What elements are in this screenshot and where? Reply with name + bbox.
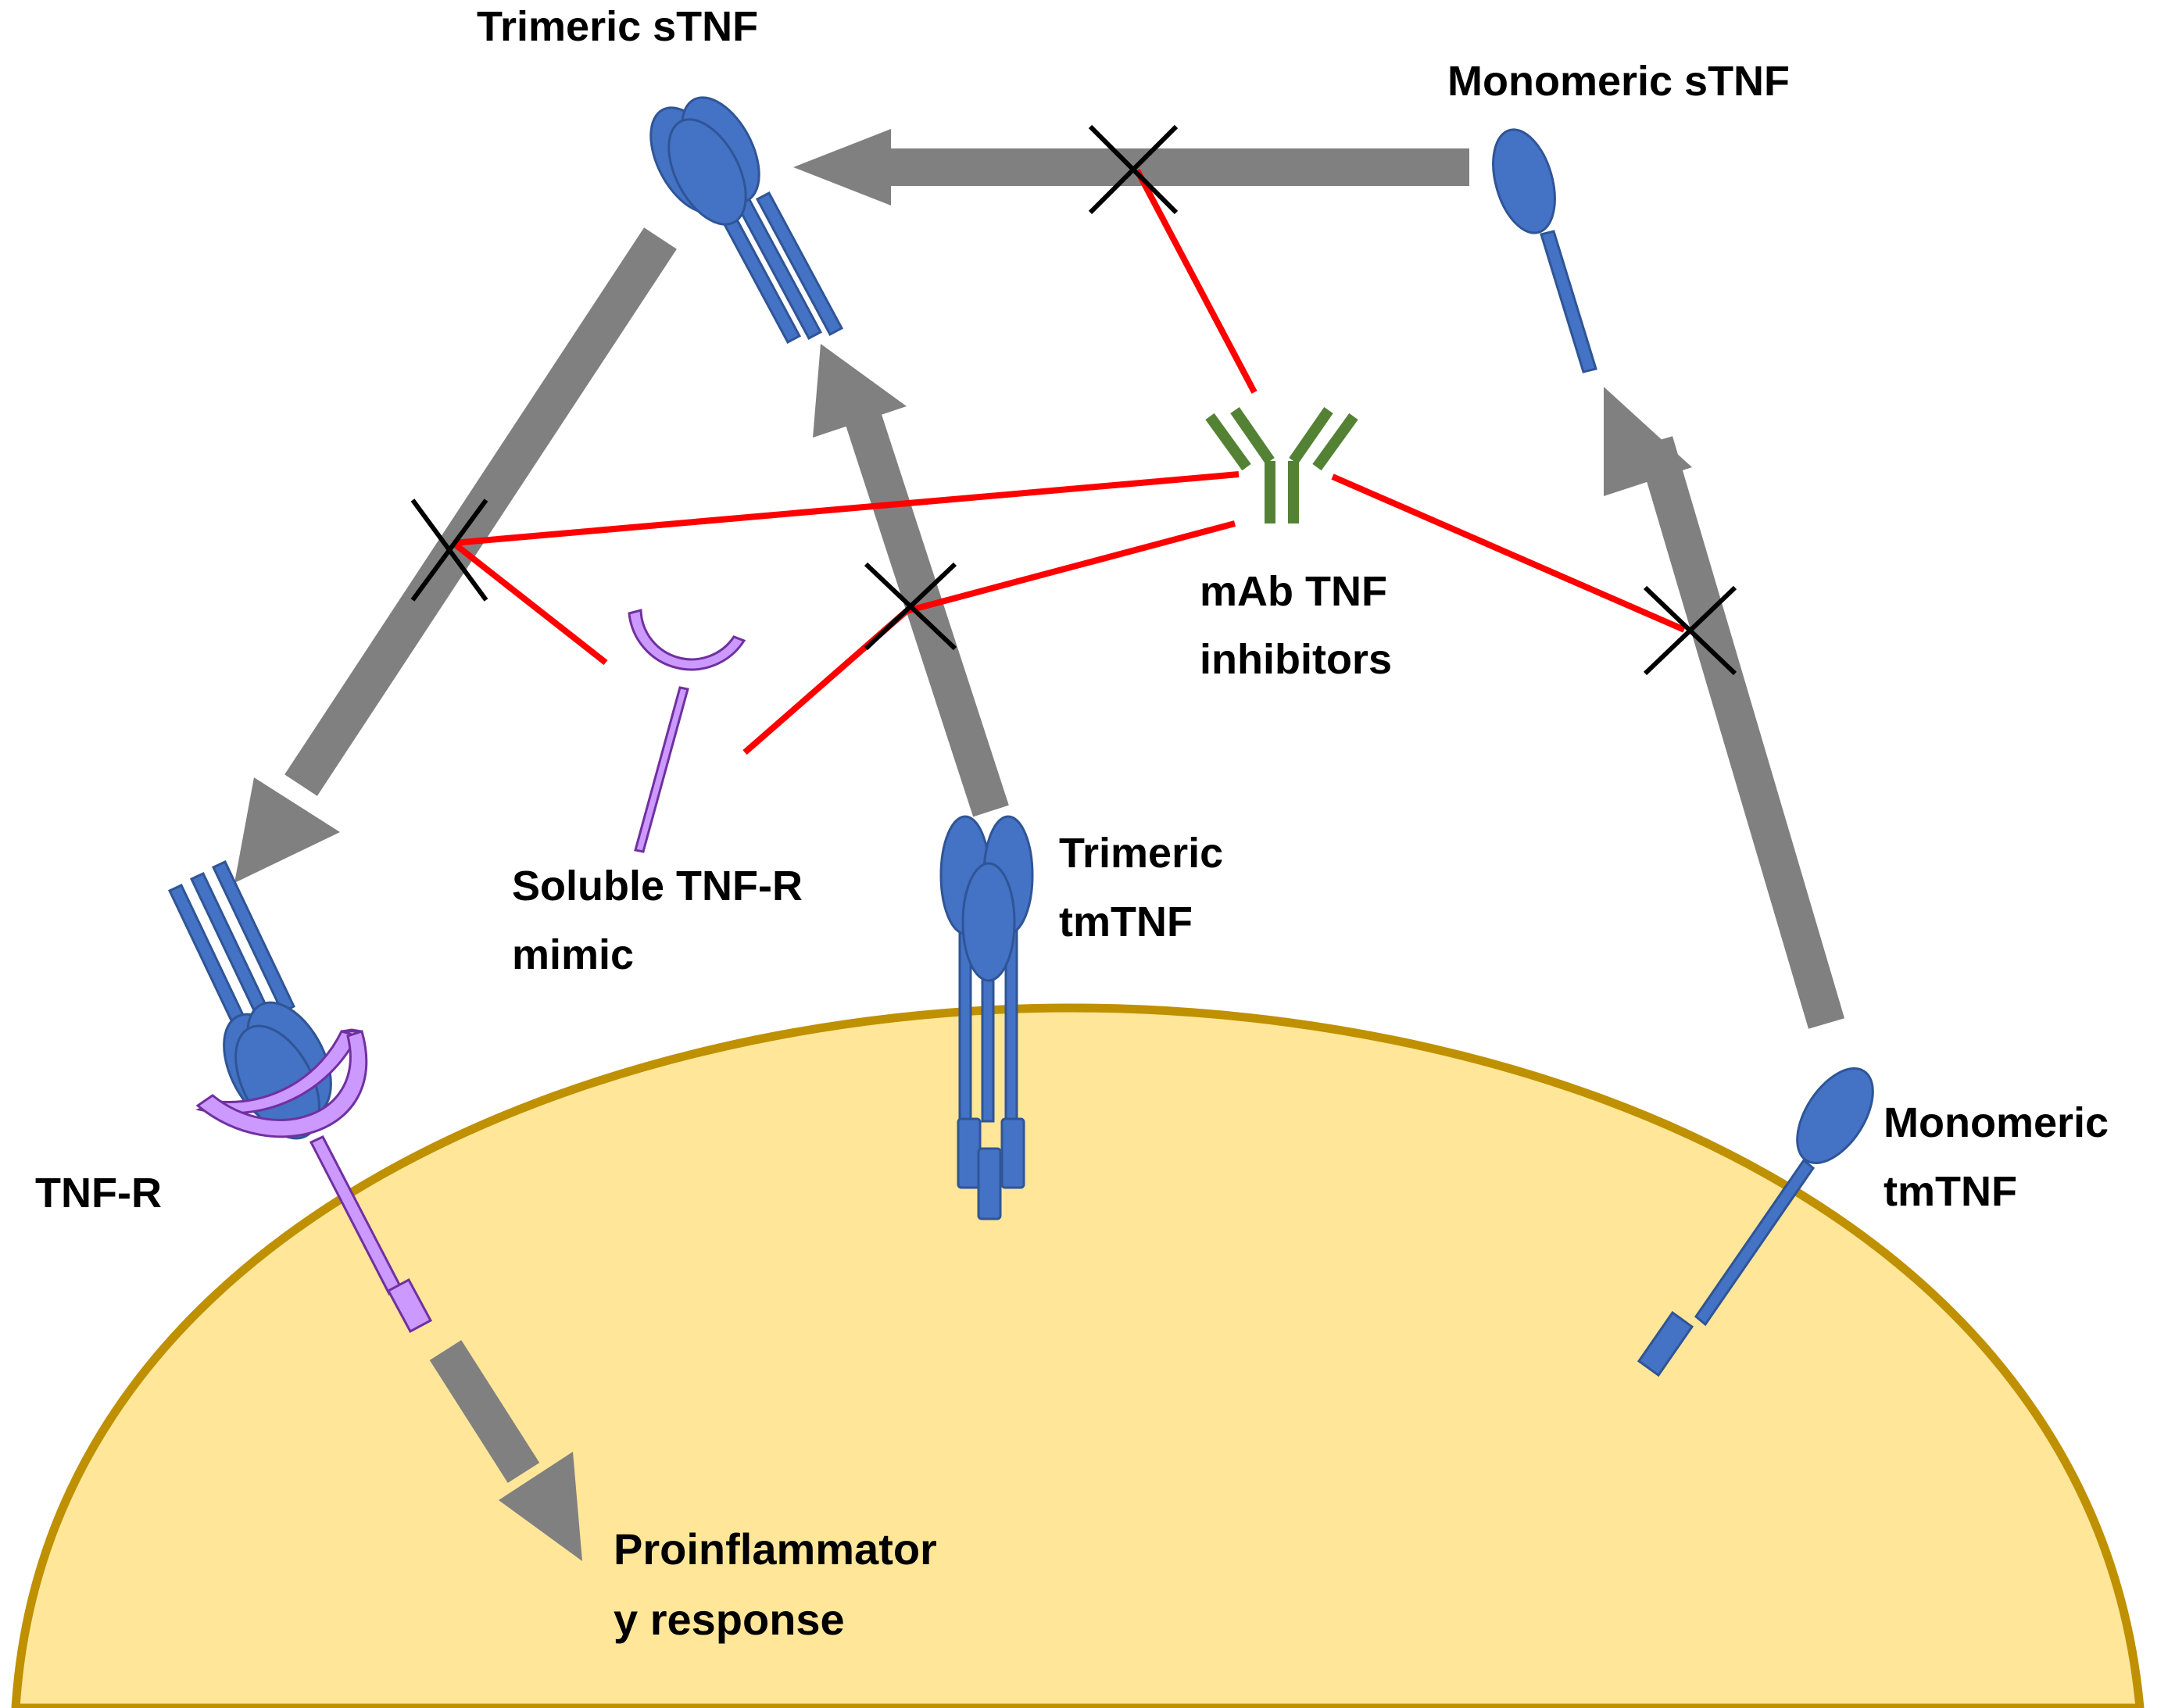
tnf-receptor-icon (167, 860, 433, 1334)
label-monomeric-stnf: Monomeric sTNF (1447, 58, 1790, 105)
inhibition-line-mab-to-monomeric-arrow (1331, 473, 1686, 633)
label-monomeric-tmtnf-line2: tmTNF (1884, 1168, 2017, 1215)
trimeric-stnf-icon (649, 96, 844, 345)
label-trimeric-tmtnf-line2: tmTNF (1059, 899, 1193, 945)
label-tnfr: TNF-R (35, 1170, 162, 1217)
tnf-receptor-cup (341, 1028, 362, 1033)
inhibition-line-mab-to-tmtnf-arrow (905, 520, 1236, 614)
inhibition-line-mab-to-top-arrow (1134, 169, 1258, 394)
label-trimeric-stnf: Trimeric sTNF (477, 3, 758, 50)
block-mark-icon (1643, 585, 1737, 676)
arrow-trimeric-stnf-to-tnfr (234, 227, 677, 883)
label-mab-line2: inhibitors (1200, 636, 1392, 683)
label-soluble-line1: Soluble TNF-R (512, 863, 803, 909)
tnf-receptor-cup-full (195, 1030, 368, 1138)
block-mark-icon (410, 498, 488, 602)
arrow-tnfr-to-response (429, 1340, 582, 1561)
label-trimeric-tmtnf-line1: Trimeric (1059, 830, 1223, 877)
label-mab-line1: mAb TNF (1200, 568, 1387, 615)
label-response-line2: y response (614, 1595, 845, 1644)
arrow-monomeric-tmtnf-to-stnf (1604, 387, 1845, 1029)
block-mark-icon (864, 562, 957, 651)
monomeric-tmtnf-icon (1637, 1067, 1874, 1377)
label-monomeric-tmtnf-line1: Monomeric (1884, 1099, 2109, 1146)
arrow-trimeric-tmtnf-to-stnf (813, 344, 1009, 817)
trimeric-tmtnf-icon (939, 815, 1034, 1220)
inhibition-line-soluble-to-tnfr-arrow (451, 540, 608, 666)
pathway-arrows (234, 129, 1845, 1561)
block-mark-icon (1088, 124, 1179, 215)
label-soluble-line2: mimic (512, 931, 634, 978)
soluble-tnfr-mimic-icon (628, 609, 746, 853)
arrow-monomeric-to-trimeric-stnf (793, 129, 1469, 205)
monomeric-stnf-icon (1492, 128, 1597, 373)
inhibition-line-mab-to-tnfr-arrow (453, 471, 1240, 546)
block-marks (410, 124, 1737, 676)
antibody-icon (1205, 407, 1358, 523)
label-response-line1: Proinflammator (614, 1524, 937, 1574)
